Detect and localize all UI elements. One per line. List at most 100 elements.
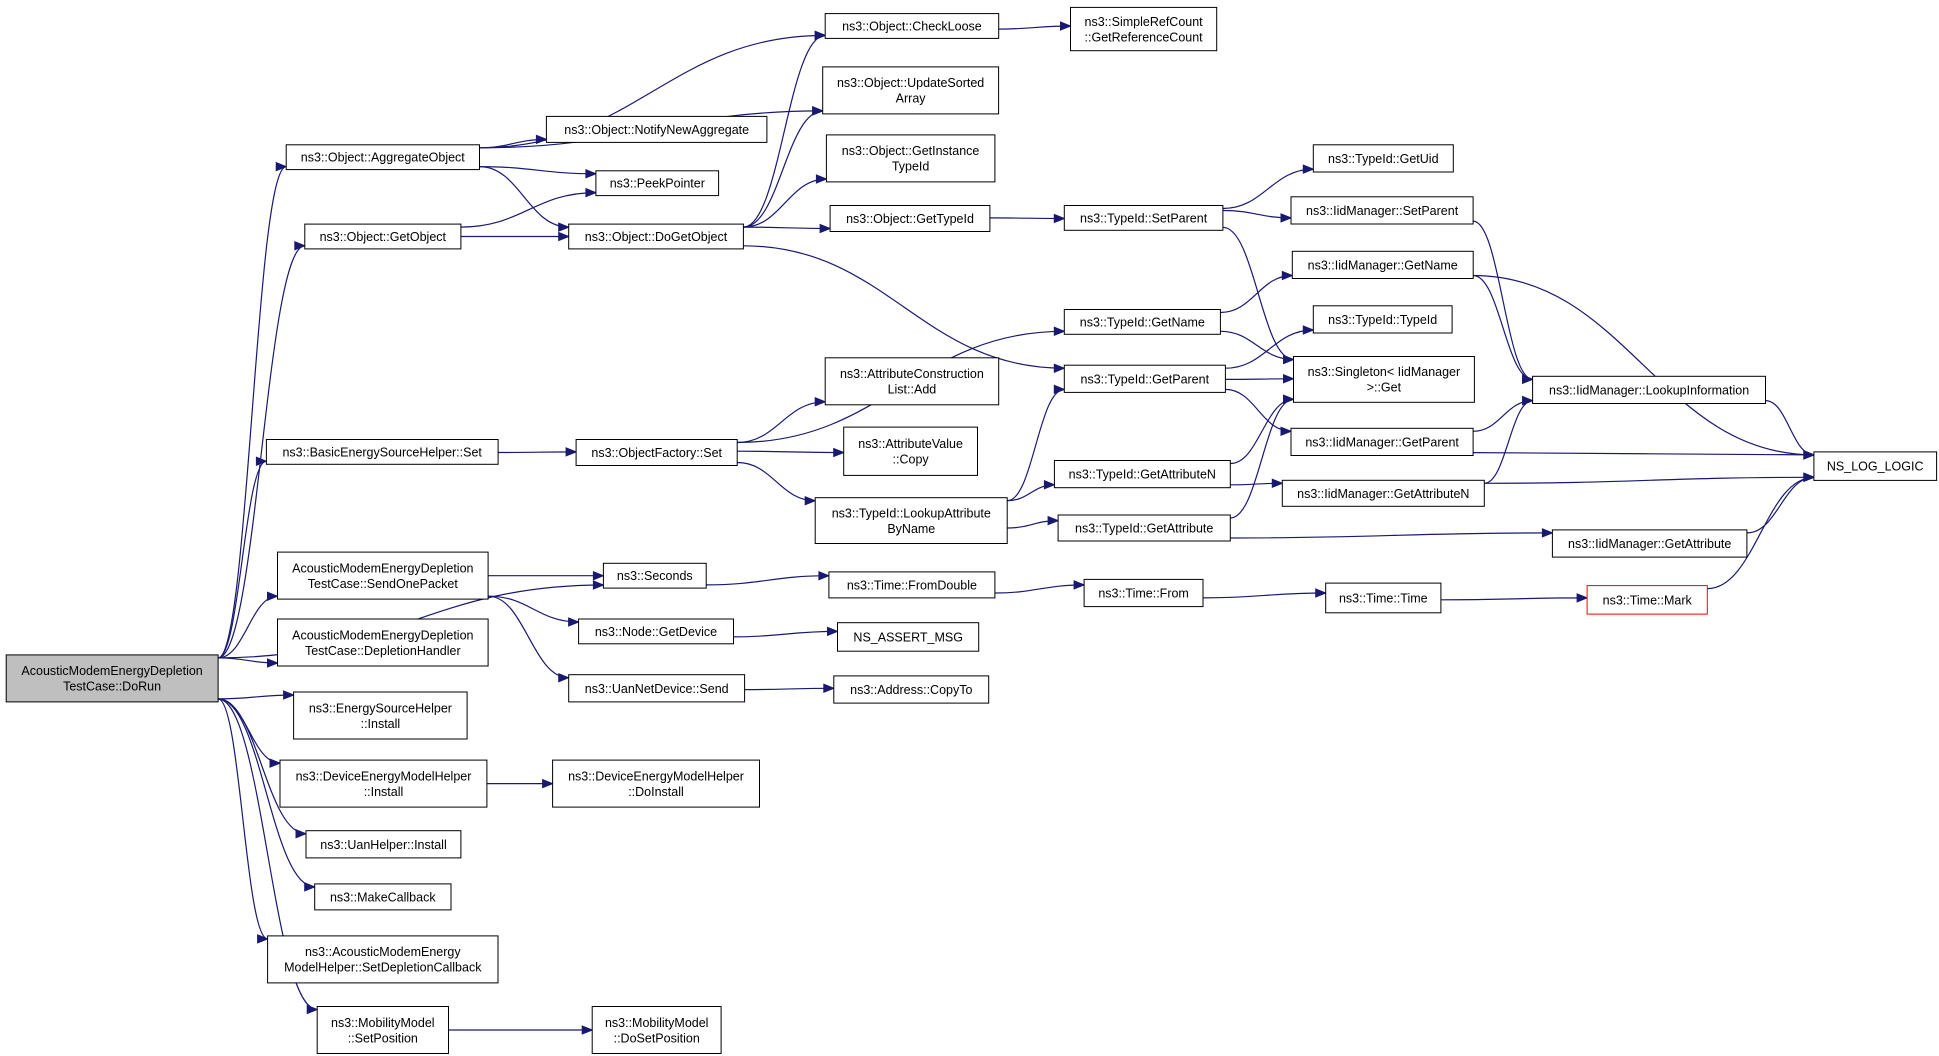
arrowhead [1053,363,1066,373]
node-label: ns3::Object::NotifyNewAggregate [564,123,749,137]
call-edge [1484,472,1816,484]
node-box [578,618,734,645]
arrowhead [1043,480,1056,490]
node-time-fromdouble[interactable]: ns3::Time::FromDouble [828,571,996,599]
call-edge [994,580,1086,594]
node-label: TestCase::DepletionHandler [305,644,461,658]
arrowhead [1803,472,1816,483]
call-edge-line [706,575,829,586]
call-edge [1765,400,1816,460]
arrowhead [581,1025,594,1035]
arrowhead [1315,588,1328,598]
arrowhead [255,456,268,466]
call-edge [1484,395,1534,484]
call-edge [737,397,827,444]
call-edge-line [1473,452,1814,456]
node-box [568,223,744,250]
arrowhead [812,106,825,116]
node-label: AcousticModemEnergyDepletion [21,664,202,678]
node-box [1290,196,1474,225]
node-demh-doinstall[interactable]: ns3::DeviceEnergyModelHelper::DoInstall [552,759,760,808]
node-iid-getparent[interactable]: ns3::IidManager::GetParent [1290,427,1474,456]
node-addr-copyto[interactable]: ns3::Address::CopyTo [833,675,990,704]
arrowhead [267,658,279,668]
node-besh-set[interactable]: ns3::BasicEnergySourceHelper::Set [265,439,499,465]
call-edge-line [217,245,305,659]
node-tid-getparent[interactable]: ns3::TypeId::GetParent [1063,364,1226,393]
node-label: ns3::IidManager::GetAttribute [1568,537,1731,551]
node-tid-setparent[interactable]: ns3::TypeId::SetParent [1063,205,1224,231]
node-label: ns3::TypeId::GetParent [1081,372,1210,386]
node-ns-assert-msg[interactable]: NS_ASSERT_MSG [837,622,980,652]
call-edge-line [1707,476,1814,590]
node-checkloose[interactable]: ns3::Object::CheckLoose [824,13,1000,39]
node-getrefcount[interactable]: ns3::SimpleRefCount::GetReferenceCount [1070,6,1218,52]
node-demh-install[interactable]: ns3::DeviceEnergyModelHelper::Install [279,759,488,808]
node-label: ns3::Object::GetObject [320,230,447,244]
node-notifynewagg[interactable]: ns3::Object::NotifyNewAggregate [545,115,768,143]
node-sendonepacket[interactable]: AcousticModemEnergyDepletionTestCase::Se… [277,551,489,600]
call-edge [998,21,1072,31]
arrowhead [535,134,548,145]
node-singleton-get[interactable]: ns3::Singleton< IidManager >::Get [1293,356,1475,403]
node-box [277,551,489,600]
node-node-getdevice[interactable]: ns3::Node::GetDevice [578,618,734,645]
node-box [265,439,499,465]
node-tid-getname[interactable]: ns3::TypeId::GetName [1063,309,1221,335]
node-box [552,759,760,808]
node-uanhelper-install[interactable]: ns3::UanHelper::Install [305,830,462,859]
node-time-from[interactable]: ns3::Time::From [1083,578,1204,608]
node-label: ns3::ObjectFactory::Set [591,446,722,460]
node-label: ns3::DeviceEnergyModelHelper [296,769,472,783]
node-esh-install[interactable]: ns3::EnergySourceHelper::Install [293,691,468,740]
node-tid-getattrn[interactable]: ns3::TypeId::GetAttributeN [1053,460,1231,489]
node-depletionhandler[interactable]: AcousticModemEnergyDepletionTestCase::De… [277,618,489,667]
node-ns-log-logic[interactable]: NS_LOG_LOGIC [1813,451,1938,481]
node-box [5,654,219,703]
node-label: ns3::TypeId::GetUid [1328,152,1439,166]
node-iid-lookupinfo[interactable]: ns3::IidManager::LookupInformation [1532,375,1766,404]
node-peekpointer[interactable]: ns3::PeekPointer [595,170,720,197]
node-label: ns3::EnergySourceHelper [309,701,452,715]
node-makecallback[interactable]: ns3::MakeCallback [314,883,452,911]
call-edge-line [1472,220,1533,380]
arrowhead [823,683,836,694]
node-tid-typeid[interactable]: ns3::TypeId::TypeId [1312,305,1453,334]
call-edge-line [743,245,1065,369]
call-edge [448,1025,594,1035]
call-edge [1473,450,1816,460]
node-time-mark[interactable]: ns3::Time::Mark [1586,585,1708,615]
node-tid-getuid[interactable]: ns3::TypeId::GetUid [1312,144,1454,173]
node-attrvalue-copy[interactable]: ns3::AttributeValue::Copy [843,426,979,476]
node-dogetobject[interactable]: ns3::Object::DoGetObject [568,223,744,250]
node-obj-gettypeid[interactable]: ns3::Object::GetTypeId [829,205,991,232]
node-mm-dosetpos[interactable]: ns3::MobilityModel::DoSetPosition [591,1006,722,1054]
node-time-time[interactable]: ns3::Time::Time [1325,582,1442,614]
node-tid-getattr[interactable]: ns3::TypeId::GetAttribute [1057,514,1231,542]
node-label: ns3::IidManager::LookupInformation [1549,384,1749,398]
node-mm-setpos[interactable]: ns3::MobilityModel::SetPosition [316,1006,450,1054]
node-of-set[interactable]: ns3::ObjectFactory::Set [575,439,738,466]
node-iid-getattr[interactable]: ns3::IidManager::GetAttribute [1551,529,1748,558]
node-box [825,134,996,183]
arrowhead [1283,374,1295,384]
node-box [1070,6,1218,52]
node-aggregate[interactable]: ns3::Object::AggregateObject [285,144,481,171]
node-box [1057,514,1231,542]
node-amemh-setdep[interactable]: ns3::AcousticModemEnergyModelHelper::Set… [267,935,499,984]
node-iid-getname[interactable]: ns3::IidManager::GetName [1291,250,1474,280]
node-getobject[interactable]: ns3::Object::GetObject [304,223,462,250]
call-edge-line [1225,329,1314,369]
node-iid-getattrn[interactable]: ns3::IidManager::GetAttributeN [1281,479,1485,507]
node-uannetdev-send[interactable]: ns3::UanNetDevice::Send [568,674,746,703]
node-seconds[interactable]: ns3::Seconds [602,562,707,589]
node-box [837,622,980,652]
node-iid-setparent[interactable]: ns3::IidManager::SetParent [1290,196,1474,225]
call-edge [1225,325,1315,369]
call-edge-line [217,460,267,659]
node-root[interactable]: AcousticModemEnergyDepletionTestCase::Do… [5,654,219,703]
